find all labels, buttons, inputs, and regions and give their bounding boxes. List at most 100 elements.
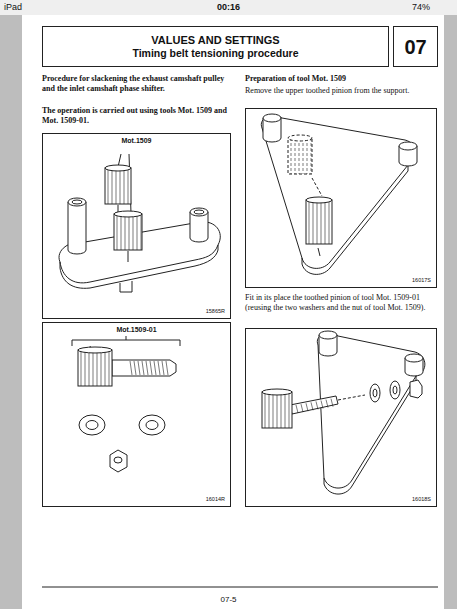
gear-teeth — [329, 200, 330, 244]
body-text: Procedure for slackening the exhaust cam… — [42, 74, 234, 94]
tool-figure-3 — [312, 178, 322, 196]
gear-teeth — [112, 168, 113, 204]
tool-figure-2 — [86, 421, 98, 430]
gear-teeth — [105, 350, 106, 386]
gear-teeth — [146, 361, 148, 375]
tool-figure-4 — [370, 384, 380, 402]
gear-teeth — [313, 200, 314, 244]
gear-teeth — [125, 214, 126, 250]
tool-figure-1 — [194, 210, 204, 214]
gear-teeth — [311, 402, 313, 410]
status-time: 00:16 — [200, 2, 257, 12]
page-number: 07-5 — [200, 595, 257, 605]
gear-teeth — [93, 350, 94, 386]
gear-teeth — [281, 392, 282, 428]
footer-rule — [42, 587, 438, 588]
tool-figure-2 — [114, 457, 122, 463]
tool-figure-1 — [128, 251, 129, 262]
page-sheet — [22, 15, 444, 609]
gear-teeth — [141, 214, 142, 250]
gear-teeth — [291, 138, 292, 174]
gear-teeth — [162, 361, 164, 375]
gear-teeth — [101, 350, 102, 386]
tool-figure-4 — [410, 380, 422, 398]
gear-teeth — [78, 135, 333, 428]
gear-teeth — [114, 211, 142, 250]
gear-teeth — [134, 361, 136, 375]
gear-teeth — [78, 347, 112, 353]
gear-teeth — [158, 361, 160, 375]
gear-teeth — [296, 405, 298, 413]
gear-teeth — [114, 211, 142, 217]
gear-teeth — [301, 404, 303, 412]
tool-figure-2 — [79, 415, 105, 435]
gear-teeth — [317, 200, 318, 244]
gear-teeth — [120, 168, 121, 204]
figure-box: Mot.1509 15865R — [42, 133, 231, 319]
gear-teeth — [78, 350, 112, 386]
tool-figure-1 — [59, 154, 220, 292]
gear-teeth — [78, 347, 112, 386]
node-text: Mot.1509-01 — [115, 326, 157, 334]
tool-figure-4 — [290, 331, 425, 494]
tool-figure-4 — [290, 396, 338, 414]
gear-teeth — [129, 214, 130, 250]
tool-figure-1 — [190, 208, 208, 216]
gear-teeth — [121, 214, 122, 250]
node-subtext: 16014R — [205, 496, 226, 503]
node-text: Mot.1509 — [121, 137, 153, 145]
tool-figure-2 — [72, 336, 180, 346]
body-text: Remove the upper toothed pinion from the… — [245, 86, 437, 96]
tool-figure-1 — [68, 202, 86, 254]
tool-figure-3 — [261, 116, 416, 269]
status-bar — [0, 0, 457, 15]
header-box: VALUES AND SETTINGSTiming belt tensionin… — [42, 26, 389, 67]
gear-teeth — [288, 135, 312, 174]
node-subtext: Timing belt tensioning procedure — [131, 47, 299, 60]
status-battery: 74% — [390, 2, 430, 12]
gear-teeth — [81, 350, 82, 386]
gear-teeth — [262, 389, 292, 428]
gear-teeth — [299, 138, 300, 174]
figure-box: 16018S — [245, 328, 437, 507]
gear-teeth — [321, 401, 323, 409]
gear-teeth — [306, 200, 332, 244]
gear-teeth — [85, 350, 86, 386]
gear-teeth — [269, 392, 270, 428]
gear-teeth — [316, 401, 318, 409]
tool-figure-4 — [319, 331, 337, 339]
status-text: iPad — [4, 2, 64, 12]
gear-teeth — [105, 165, 131, 171]
gear-teeth — [142, 361, 144, 375]
body-text: Preparation of tool Mot. 1509 — [245, 74, 437, 84]
gear-teeth — [89, 350, 90, 386]
gear-teeth — [303, 138, 304, 174]
node-subtext: 15865R — [205, 308, 226, 315]
node-text: 16017S — [411, 277, 432, 284]
gear-teeth — [277, 392, 278, 428]
gear-teeth — [309, 200, 310, 244]
gear-teeth — [289, 392, 290, 428]
tool-figure-4 — [390, 381, 400, 399]
gear-teeth — [105, 168, 131, 204]
tool-figure-4 — [373, 389, 377, 397]
gear-teeth — [306, 197, 332, 203]
gear-teeth — [306, 197, 332, 244]
figure-box: 16017S — [245, 108, 437, 288]
node-text: 16018S — [411, 496, 432, 503]
gear-teeth — [307, 138, 308, 174]
gear-teeth — [108, 168, 109, 204]
gear-teeth — [321, 200, 322, 244]
gear-teeth — [117, 214, 118, 250]
node-text: 07 — [403, 35, 427, 59]
tool-figure-4 — [405, 354, 423, 362]
gear-teeth — [138, 361, 140, 375]
tool-figure-2 — [146, 421, 158, 430]
gear-teeth — [137, 214, 138, 250]
gear-teeth — [109, 350, 110, 386]
tool-figure-1 — [68, 198, 86, 206]
gear-teeth — [331, 399, 333, 407]
tool-figure-3 — [261, 114, 417, 274]
tool-figure-2 — [139, 415, 165, 435]
